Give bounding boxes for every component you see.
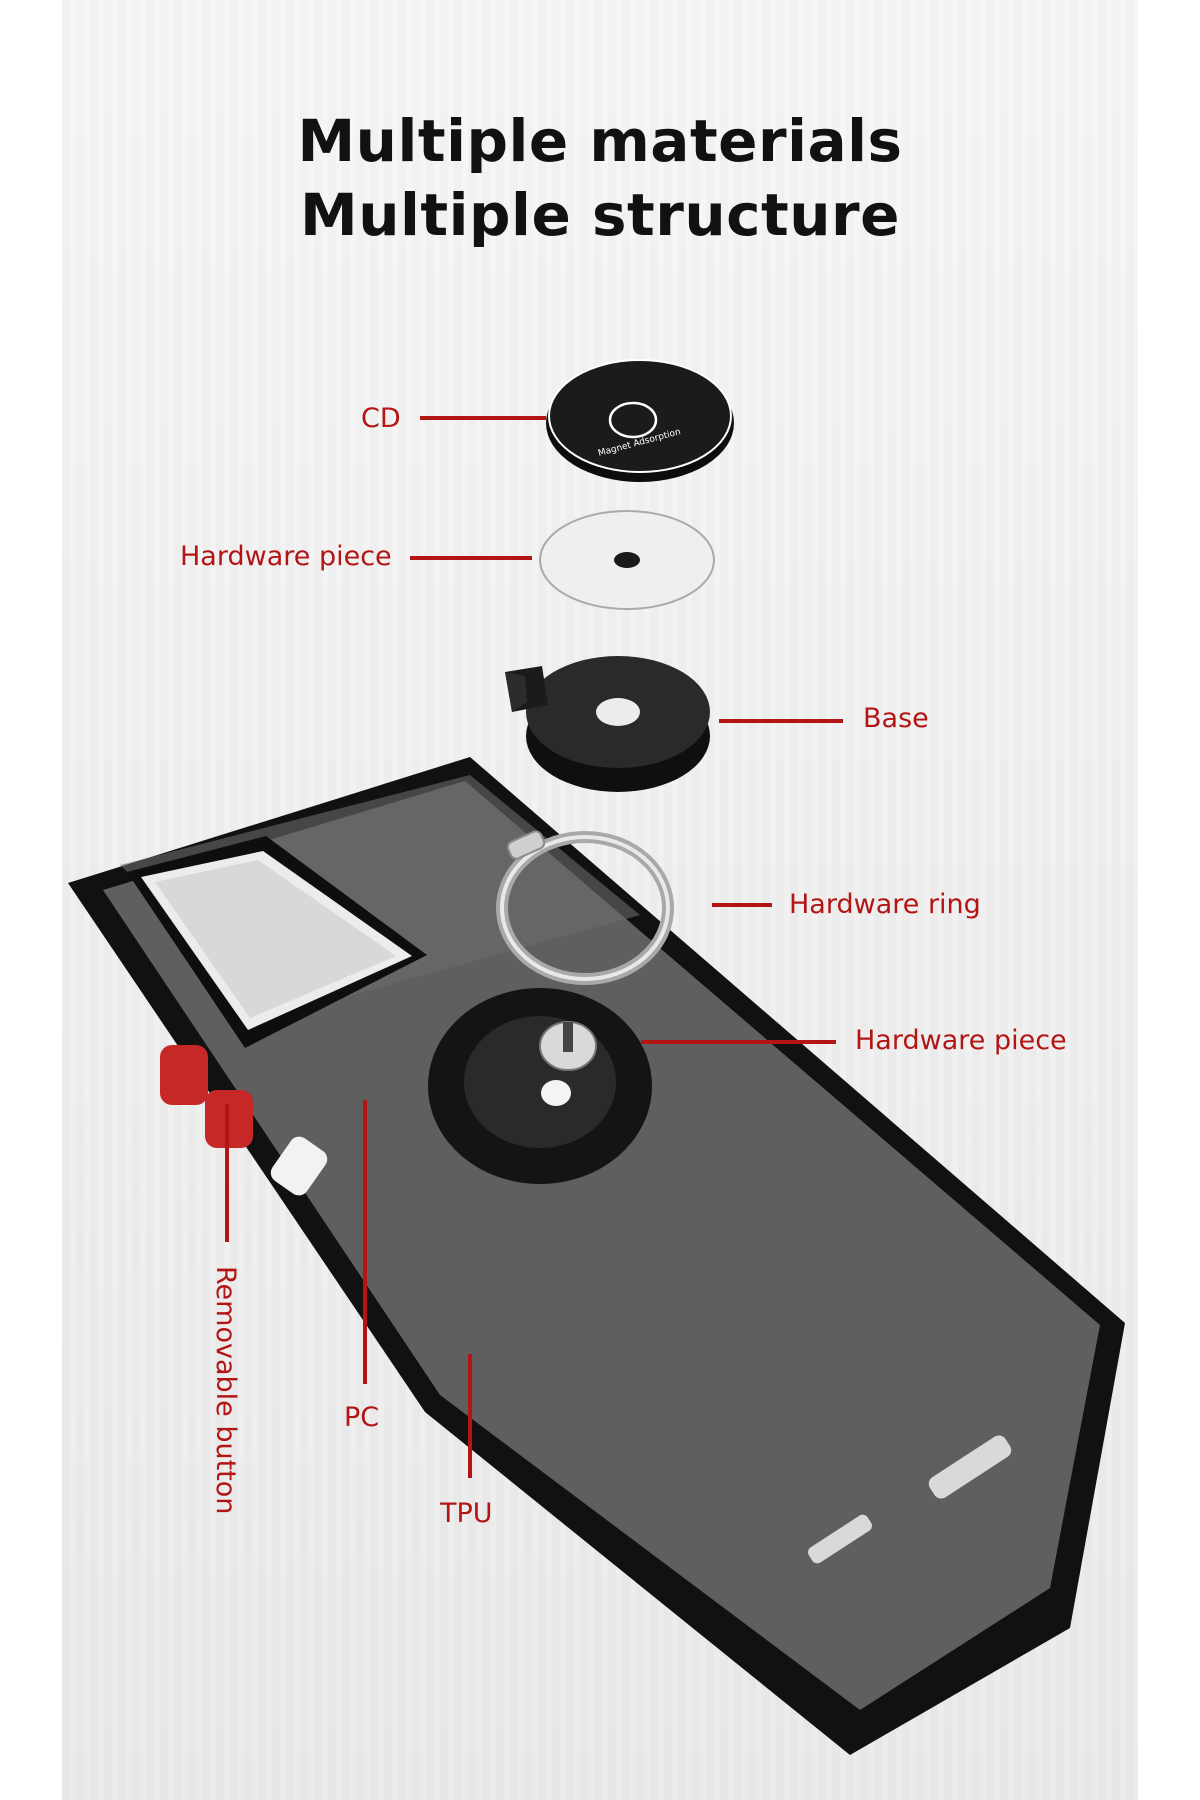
leader-lines (225, 416, 843, 1478)
ring-mount (428, 988, 652, 1184)
label-hardware-piece-lower: Hardware piece (855, 1025, 1067, 1056)
charging-port (928, 1435, 1012, 1499)
label-cd: CD (361, 403, 401, 434)
side-opening (270, 1136, 328, 1196)
mount-pin (563, 1022, 573, 1052)
mount-hole (541, 1080, 571, 1106)
right-white-margin (1138, 0, 1200, 1800)
base-shape (505, 656, 710, 792)
label-tpu: TPU (440, 1498, 493, 1529)
label-hardware-ring: Hardware ring (789, 889, 981, 920)
hardware-ring-shape (496, 830, 674, 985)
removable-button-top (160, 1045, 208, 1105)
label-removable-button: Removable button (210, 1266, 241, 1515)
hardware-piece-top-shape (539, 510, 715, 610)
cd-disc-shape: Magnet Adsorption (546, 359, 734, 482)
title-line-2: Multiple structure (300, 181, 900, 249)
label-hardware-piece-top: Hardware piece (180, 541, 392, 572)
left-white-margin (0, 0, 62, 1800)
label-base: Base (863, 703, 929, 734)
camera-cutout (127, 836, 427, 1048)
title-line-1: Multiple materials (297, 107, 903, 175)
label-pc: PC (344, 1402, 380, 1433)
case-pc-back (103, 781, 1100, 1710)
speaker-grille (808, 1514, 872, 1564)
